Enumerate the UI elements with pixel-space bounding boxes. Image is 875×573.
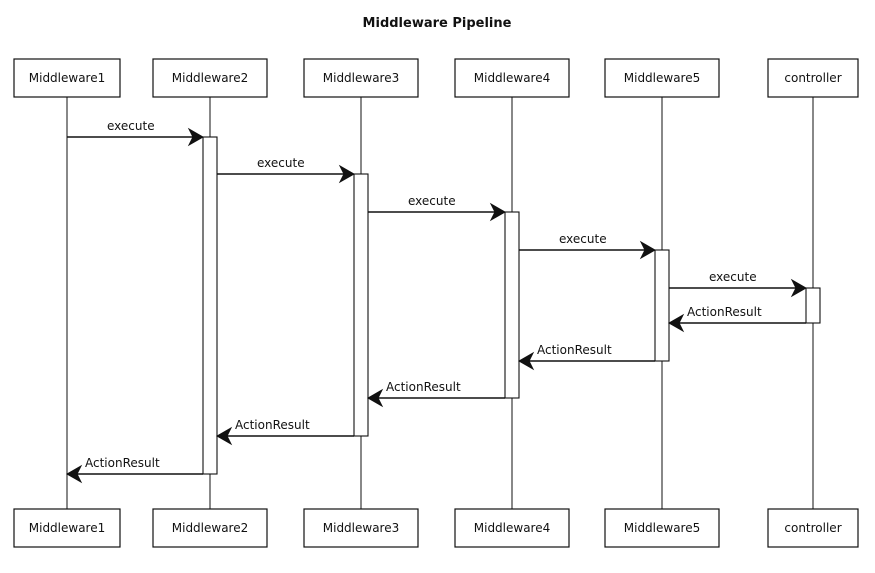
arrowhead-icon: [187, 127, 205, 147]
participant-box: [303, 58, 419, 98]
message-label: ActionResult: [85, 456, 160, 470]
message-label: execute: [559, 232, 607, 246]
arrowhead-icon: [215, 426, 233, 446]
message-label: execute: [709, 270, 757, 284]
message-label: ActionResult: [537, 343, 612, 357]
participant-label: Middleware1: [29, 521, 106, 535]
participant-bottom: Middleware3: [303, 508, 419, 548]
messages: execute execute execute execute executeActio…: [65, 119, 808, 484]
arrowhead-icon: [639, 240, 657, 260]
activation-bar: [805, 287, 821, 324]
message: ActionResult: [517, 343, 655, 371]
message: execute: [217, 156, 356, 184]
arrowhead-icon: [366, 388, 384, 408]
message-label: execute: [107, 119, 155, 133]
message: ActionResult: [667, 305, 806, 333]
arrowhead-icon: [338, 164, 356, 184]
participant-label: controller: [784, 521, 841, 535]
participant-box: [303, 508, 419, 548]
participant-top: Middleware5: [604, 58, 720, 98]
participant-box: [454, 58, 570, 98]
message: ActionResult: [215, 418, 354, 446]
message-label: execute: [408, 194, 456, 208]
message: execute: [519, 232, 657, 260]
activation-bar: [504, 211, 520, 399]
participant-label: Middleware4: [474, 71, 551, 85]
participant-box: [767, 508, 859, 548]
participant-box: [767, 58, 859, 98]
message: execute: [368, 194, 507, 222]
participant-top: Middleware4: [454, 58, 570, 98]
message: ActionResult: [65, 456, 203, 484]
activations: [202, 136, 821, 475]
participant-label: Middleware4: [474, 521, 551, 535]
participant-bottom: Middleware1: [13, 508, 121, 548]
activation-bar: [202, 136, 218, 475]
activation-bar: [353, 173, 369, 437]
arrowhead-icon: [489, 202, 507, 222]
participant-top: Middleware3: [303, 58, 419, 98]
arrowhead-icon: [667, 313, 685, 333]
participant-top: Middleware1: [13, 58, 121, 98]
participant-label: Middleware5: [624, 71, 701, 85]
activation-bar: [654, 249, 670, 362]
lifelines: [66, 97, 814, 509]
message-label: ActionResult: [235, 418, 310, 432]
participant-box: [604, 508, 720, 548]
participant-box: [13, 58, 121, 98]
participant-box: [152, 58, 268, 98]
arrowhead-icon: [517, 351, 535, 371]
message-label: ActionResult: [687, 305, 762, 319]
participant-label: Middleware3: [323, 521, 400, 535]
message-label: execute: [257, 156, 305, 170]
message: ActionResult: [366, 380, 505, 408]
message-label: ActionResult: [386, 380, 461, 394]
participants: Middleware1Middleware1Middleware2Middlew…: [13, 58, 859, 548]
participant-bottom: Middleware4: [454, 508, 570, 548]
arrowhead-icon: [65, 464, 83, 484]
participant-top: Middleware2: [152, 58, 268, 98]
participant-box: [152, 508, 268, 548]
participant-label: controller: [784, 71, 841, 85]
participant-box: [454, 508, 570, 548]
participant-label: Middleware3: [323, 71, 400, 85]
participant-label: Middleware2: [172, 71, 249, 85]
participant-bottom: Middleware5: [604, 508, 720, 548]
participant-top: controller: [767, 58, 859, 98]
participant-label: Middleware5: [624, 521, 701, 535]
arrowhead-icon: [790, 278, 808, 298]
message: execute: [669, 270, 808, 298]
participant-bottom: Middleware2: [152, 508, 268, 548]
participant-box: [13, 508, 121, 548]
participant-label: Middleware2: [172, 521, 249, 535]
participant-label: Middleware1: [29, 71, 106, 85]
diagram-title: Middleware Pipeline: [363, 16, 512, 31]
message: execute: [67, 119, 205, 147]
participant-bottom: controller: [767, 508, 859, 548]
participant-box: [604, 58, 720, 98]
